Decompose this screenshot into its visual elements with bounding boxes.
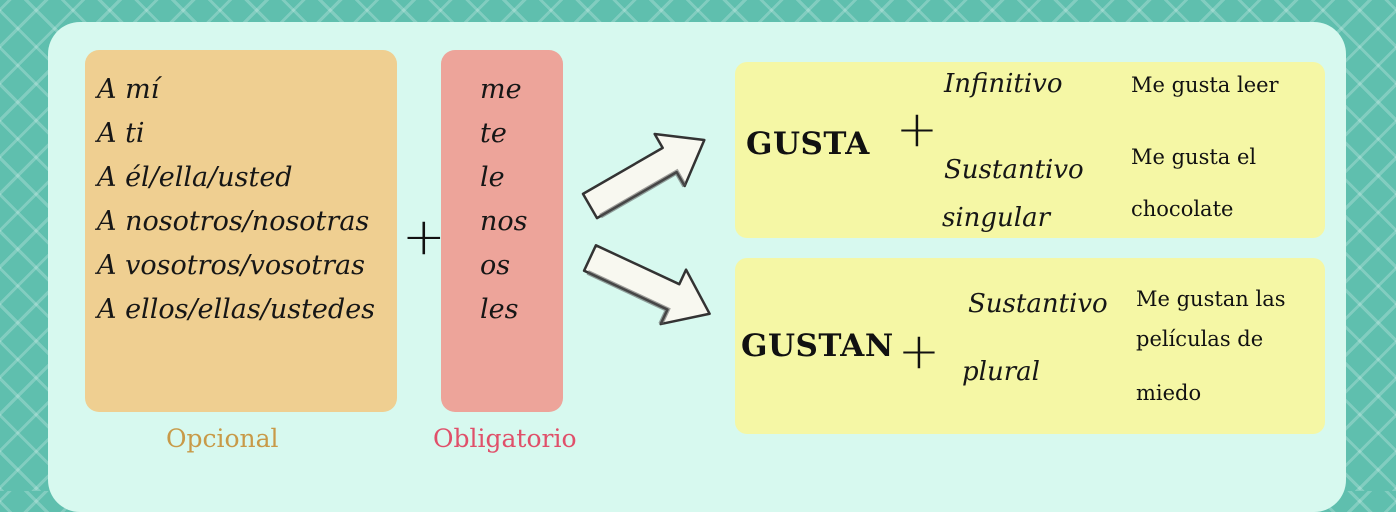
gusta-complement-infinitive: Infinitivo	[944, 69, 1063, 99]
gusta-verb: GUSTA	[746, 126, 870, 162]
clitic-item: le	[480, 162, 505, 193]
gusta-example-2-line-2: chocolate	[1131, 197, 1234, 221]
pronoun-item: A vosotros/vosotras	[97, 250, 365, 281]
gustan-complement-noun: Sustantivo	[968, 289, 1108, 319]
gusta-example-1: Me gusta leer	[1131, 73, 1279, 97]
gustan-example-line-1: Me gustan las	[1136, 287, 1286, 311]
gusta-plus-sign: +	[896, 100, 938, 158]
gustan-example-line-3: miedo	[1136, 381, 1202, 405]
plus-sign: +	[402, 207, 446, 267]
clitic-item: te	[480, 118, 507, 149]
clitic-list: me te le nos os les	[480, 68, 528, 332]
arrow-down-right-icon	[582, 244, 711, 326]
gustan-plus-sign: +	[898, 322, 940, 380]
gusta-complement-noun: Sustantivo	[944, 155, 1084, 185]
gustan-example-line-2: películas de	[1136, 327, 1264, 351]
arrow-up-right-icon	[581, 132, 706, 220]
required-label: Obligatorio	[433, 424, 577, 453]
gustan-verb: GUSTAN	[741, 328, 894, 364]
pronoun-item: A él/ella/usted	[97, 162, 293, 193]
clitic-item: me	[480, 74, 522, 105]
pronoun-item: A ellos/ellas/ustedes	[97, 294, 376, 325]
gustan-rule-box	[735, 258, 1325, 434]
clitic-item: nos	[480, 206, 528, 237]
gusta-rule-box	[735, 62, 1325, 238]
pronoun-list: A mí A ti A él/ella/usted A nosotros/nos…	[97, 68, 375, 332]
clitic-item: les	[480, 294, 519, 325]
required-clitics-box	[441, 50, 563, 412]
gustan-complement-plural: plural	[962, 357, 1040, 387]
gusta-example-2-line-1: Me gusta el	[1131, 145, 1257, 169]
clitic-item: os	[480, 250, 511, 281]
gusta-complement-singular: singular	[942, 203, 1051, 233]
pronoun-item: A ti	[97, 118, 145, 149]
pronoun-item: A nosotros/nosotras	[97, 206, 370, 237]
optional-label: Opcional	[166, 424, 279, 453]
pronoun-item: A mí	[97, 74, 160, 105]
optional-pronouns-box	[85, 50, 397, 412]
